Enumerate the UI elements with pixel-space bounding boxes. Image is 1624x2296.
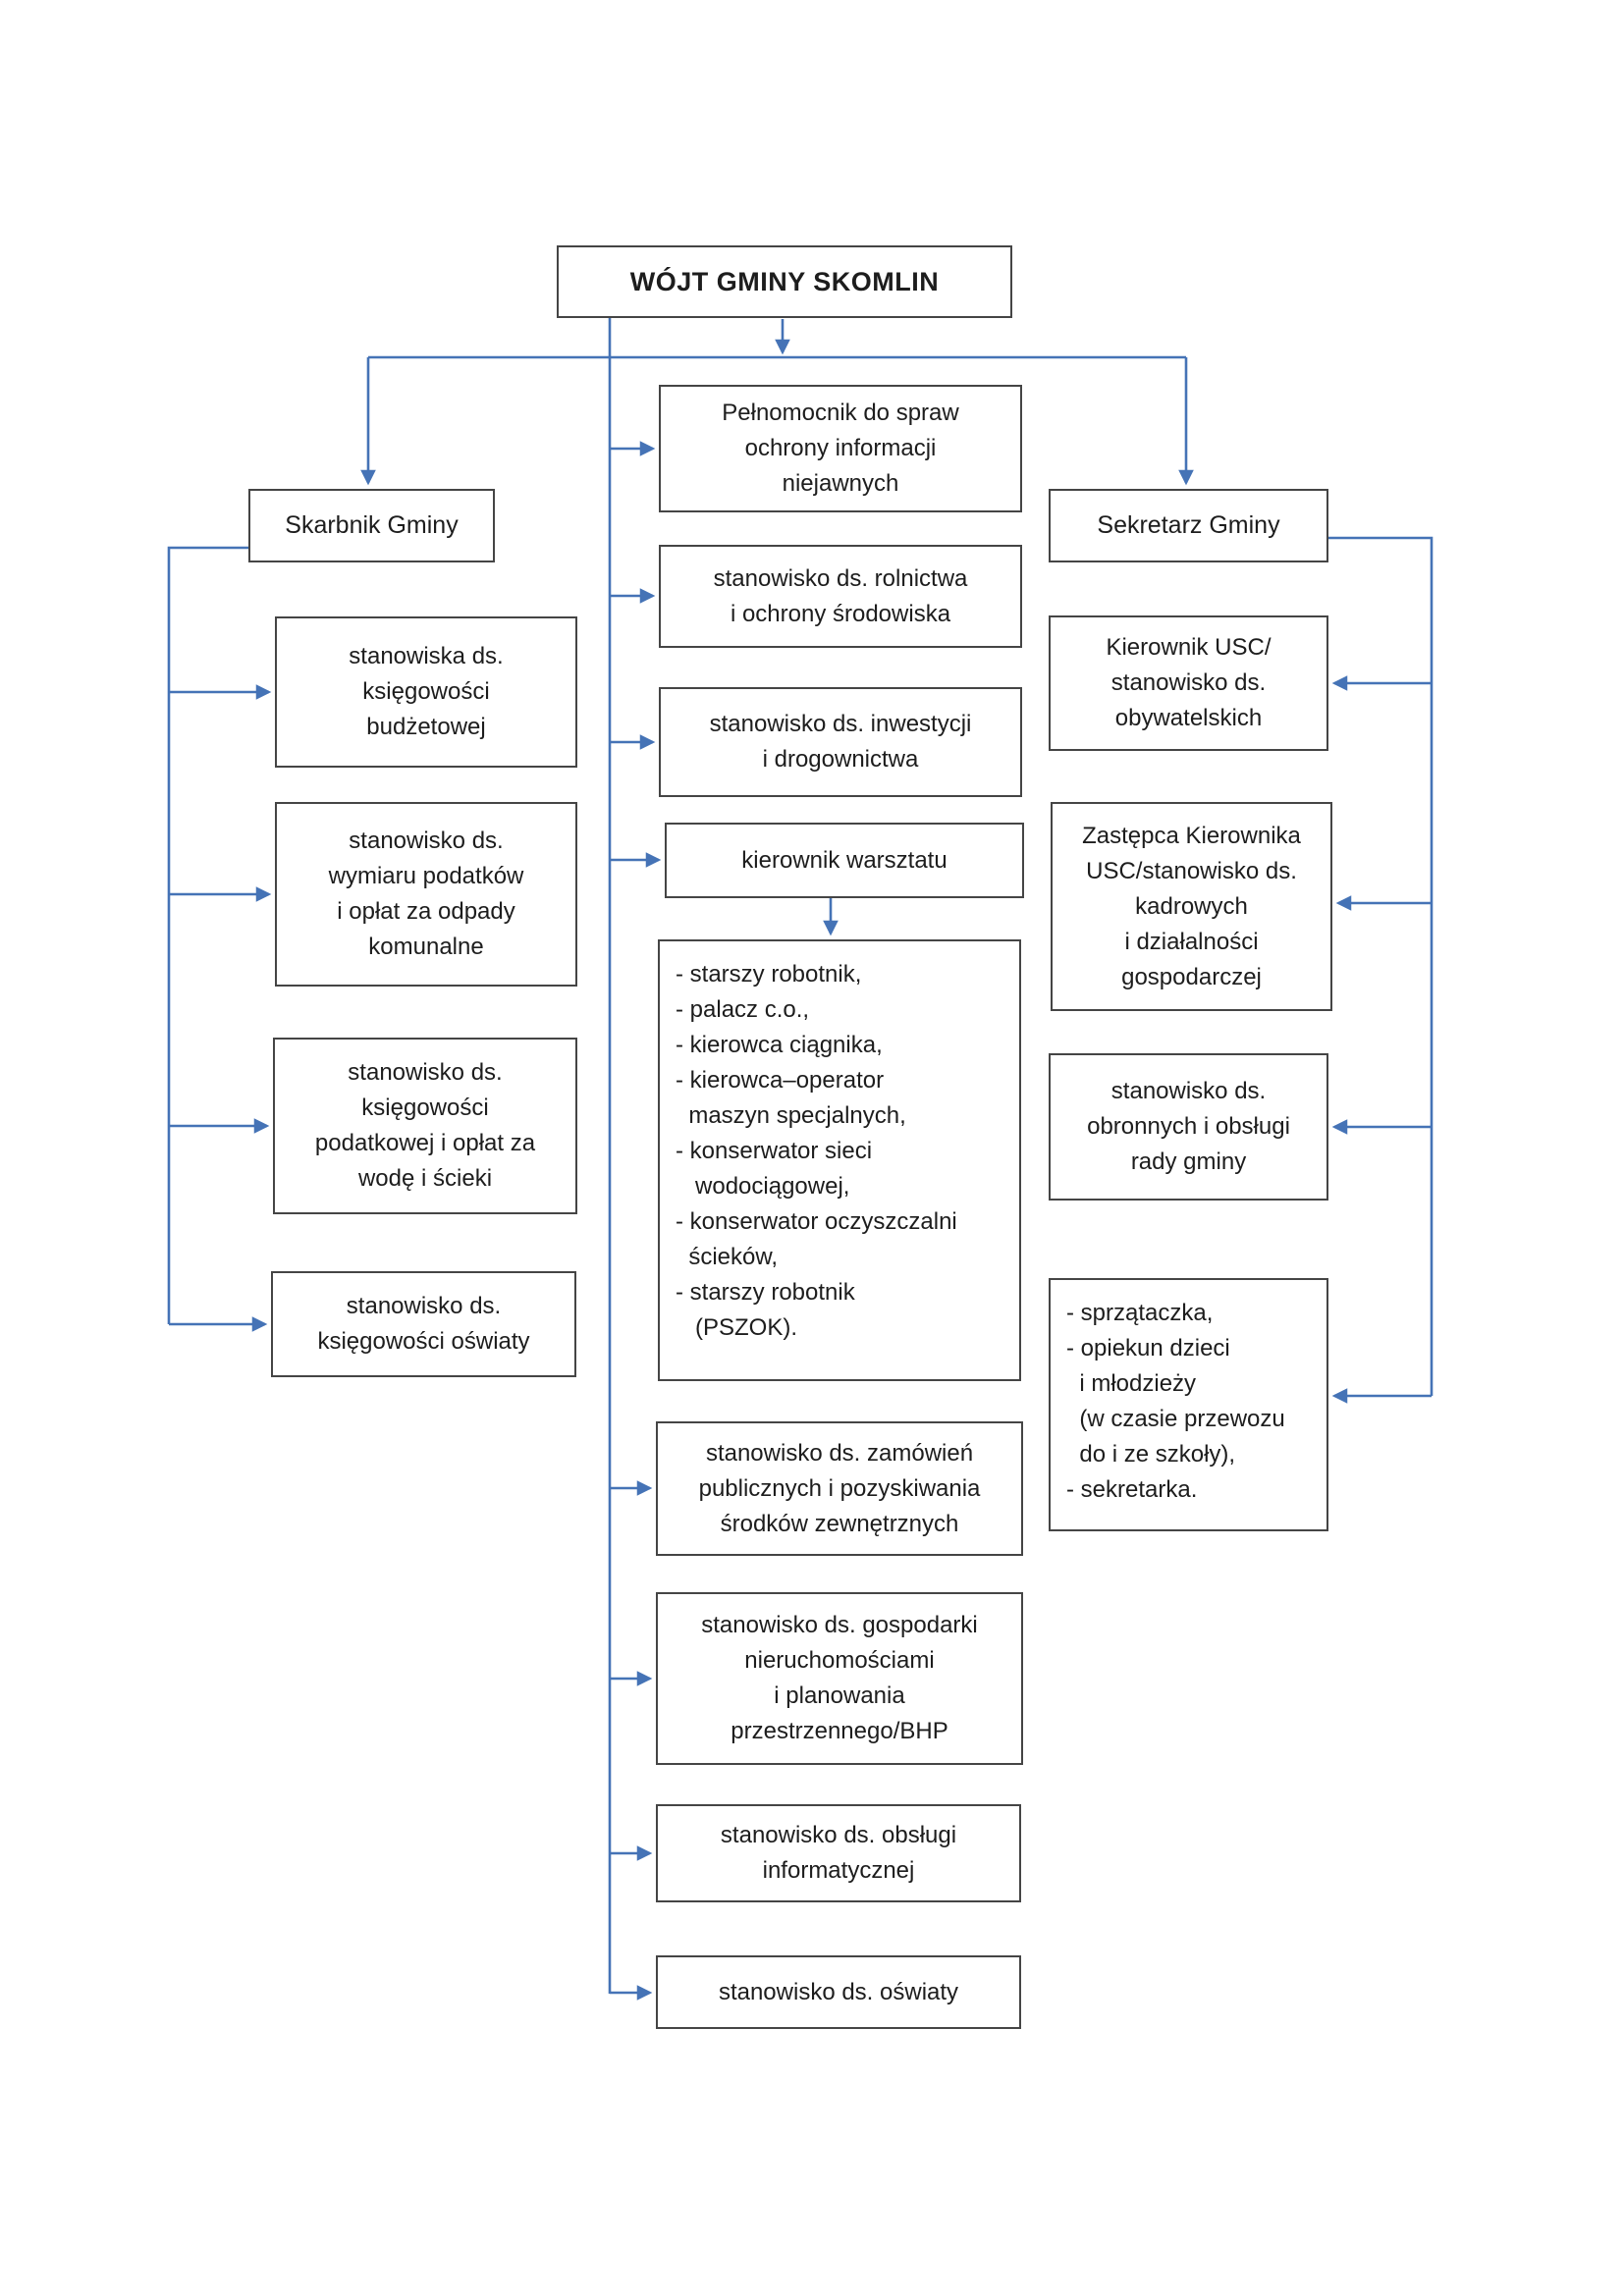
org-node-sekretarz: Sekretarz Gminy (1049, 489, 1328, 562)
org-node-investments-roads: stanowisko ds. inwestycji i drogownictwa (659, 687, 1022, 797)
org-node-usc-head: Kierownik USC/ stanowisko ds. obywatelsk… (1049, 615, 1328, 751)
org-node-workshop-manager: kierownik warsztatu (665, 823, 1024, 898)
org-node-usc-deputy: Zastępca Kierownika USC/stanowisko ds. k… (1051, 802, 1332, 1011)
org-node-agriculture-environment: stanowisko ds. rolnictwa i ochrony środo… (659, 545, 1022, 648)
org-node-support-staff: - sprzątaczka, - opiekun dzieci i młodzi… (1049, 1278, 1328, 1531)
org-node-it-support: stanowisko ds. obsługi informatycznej (656, 1804, 1021, 1902)
org-node-education-accounting: stanowisko ds. księgowości oświaty (271, 1271, 576, 1377)
connector-skarbnik-rail (167, 546, 248, 1324)
org-node-defense-council-support: stanowisko ds. obronnych i obsługi rady … (1049, 1053, 1328, 1201)
org-node-workshop-staff: - starszy robotnik, - palacz c.o., - kie… (658, 939, 1021, 1381)
org-node-information-security-officer: Pełnomocnik do spraw ochrony informacji … (659, 385, 1022, 512)
org-node-public-procurement: stanowisko ds. zamówień publicznych i po… (656, 1421, 1023, 1556)
connector-sekretarz-rail (1328, 536, 1434, 1396)
org-node-budget-accounting: stanowiska ds. księgowości budżetowej (275, 616, 577, 768)
org-node-tax-accounting: stanowisko ds. księgowości podatkowej i … (273, 1038, 577, 1214)
org-node-root: WÓJT GMINY SKOMLIN (557, 245, 1012, 318)
org-node-tax-assessment: stanowisko ds. wymiaru podatków i opłat … (275, 802, 577, 987)
org-node-property-planning: stanowisko ds. gospodarki nieruchomościa… (656, 1592, 1023, 1765)
org-node-skarbnik: Skarbnik Gminy (248, 489, 495, 562)
org-node-education: stanowisko ds. oświaty (656, 1955, 1021, 2029)
